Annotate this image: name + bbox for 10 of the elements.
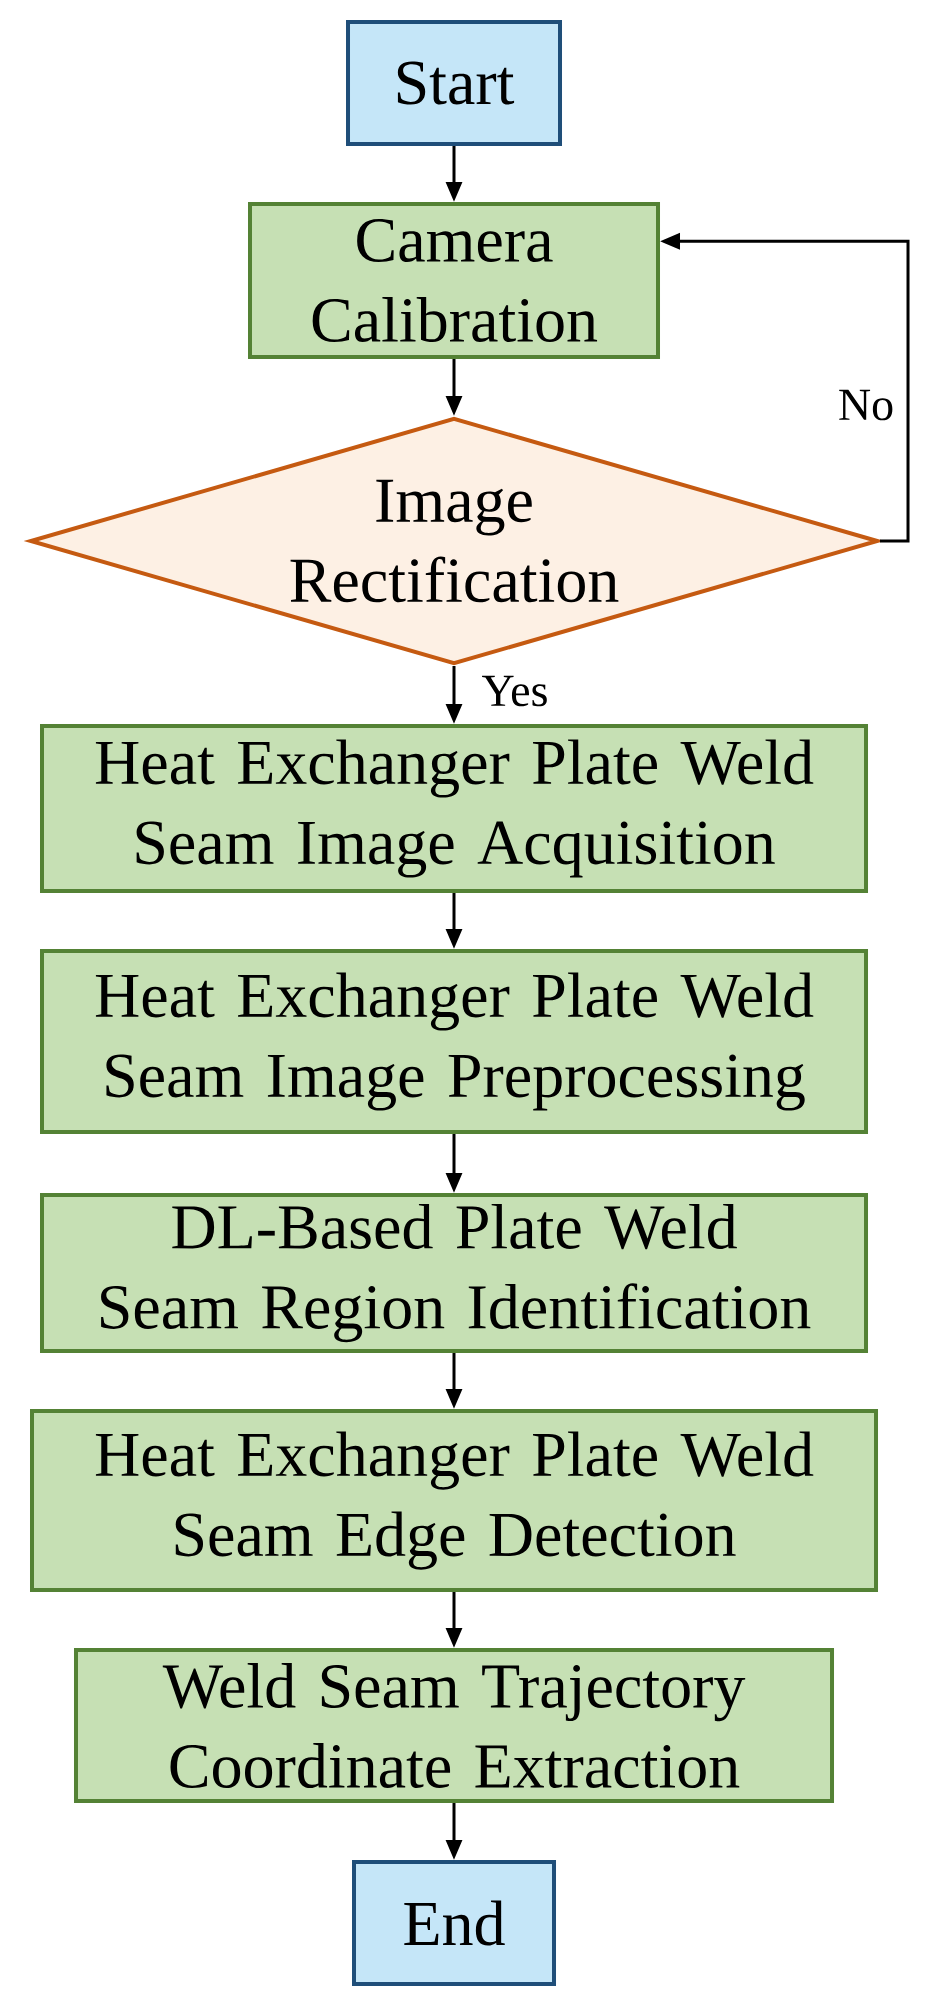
process-box: Weld Seam Trajectory Coordinate Extraction <box>74 1648 834 1803</box>
process-box: DL-Based Plate Weld Seam Region Identification <box>40 1193 868 1353</box>
edge-label: Yes <box>480 674 550 708</box>
process-box: Heat Exchanger Plate Weld Seam Image Acquisition <box>40 724 868 893</box>
edge-label: No <box>836 388 896 422</box>
terminal-box: End <box>352 1860 556 1987</box>
process-box: Heat Exchanger Plate Weld Seam Image Preprocessing <box>40 949 868 1134</box>
process-box: Camera Calibration <box>248 202 660 359</box>
terminal-box: Start <box>346 20 562 146</box>
process-box: Heat Exchanger Plate Weld Seam Edge Detection <box>30 1409 878 1592</box>
